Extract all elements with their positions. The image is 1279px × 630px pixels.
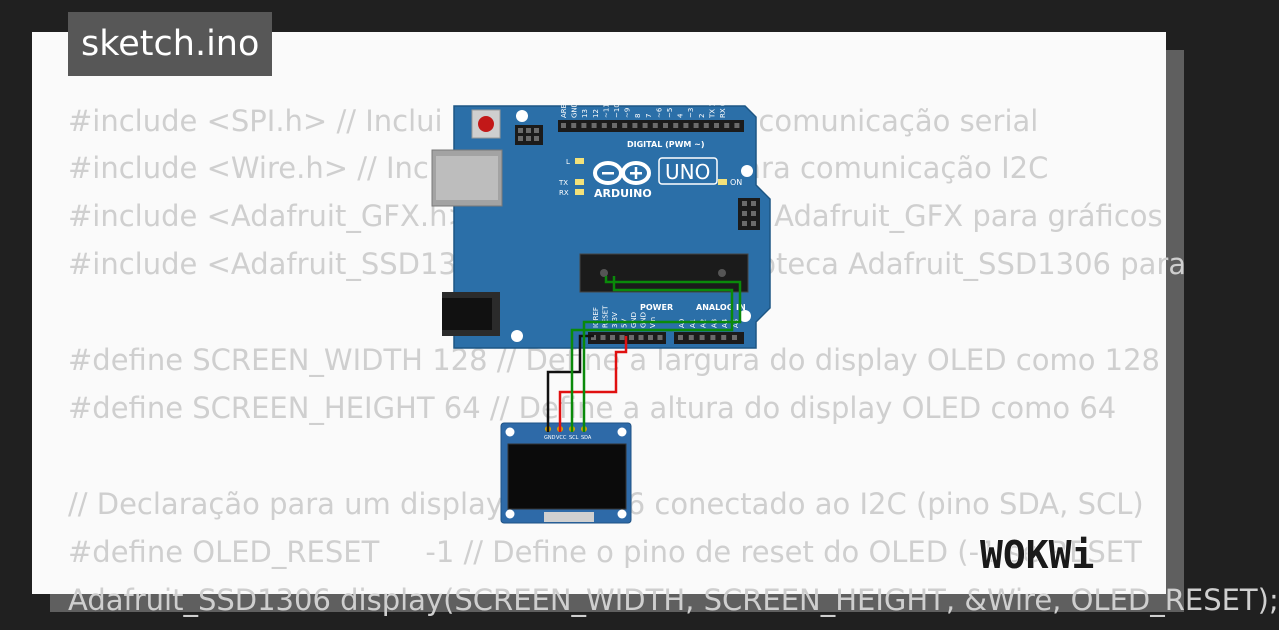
digital-pin-label: RX 0 [719,102,727,118]
brand-label: ARDUINO [594,187,652,200]
wokwi-logo-text: WOKWi [980,533,1094,577]
code-line: #define OLED_RESET -1 // Define o pino d… [68,535,1142,569]
digital-pin-label: GND [571,102,579,118]
oled-pin-scl-label: SCL [569,435,579,441]
digital-pin-label: ~9 [624,108,632,118]
analog-pin-label: A1 [689,319,697,328]
digital-pin-label: 13 [581,109,589,118]
power-pin-label: RESET [602,305,610,328]
digital-pin-label: 12 [592,109,600,118]
analog-pin-label: A5 [732,319,740,328]
analog-header-label: ANALOG IN [696,303,746,312]
code-line: Adafruit_SSD1306 display(SCREEN_WIDTH, S… [68,583,1279,617]
power-header-label: POWER [640,303,673,312]
digital-pin-label: ~5 [666,108,674,118]
arduino-logo-icon [593,161,651,185]
digital-pin-label: AREF [560,100,568,118]
led-l-label: L [566,158,570,166]
digital-pin-label: 8 [634,114,642,118]
digital-pin-label: ~10 [613,103,621,118]
led-rx-label: RX [559,189,569,197]
digital-header-label: DIGITAL (PWM ~) [627,140,705,149]
digital-pin-label: 4 [677,113,685,118]
file-tab[interactable]: sketch.ino [68,12,273,76]
led-tx-label: TX [558,179,568,187]
power-pin-label: GND [640,312,648,328]
model-label: UNO [665,160,710,184]
wokwi-logo: WOKWi [979,532,1095,577]
oled-pin-sda-label: SDA [581,435,592,441]
oled-pin-gnd-label: GND [544,435,556,441]
digital-pin-label: 7 [645,114,653,118]
analog-pin-label: A2 [700,319,708,328]
power-pin-label: 5V [621,319,629,328]
analog-pin-label: A0 [678,319,686,328]
power-pin-label: 3.3V [611,312,619,328]
digital-pin-label: ~6 [655,107,663,118]
oled-ssd1306-display[interactable]: GND VCC SCL SDA [500,422,632,526]
digital-pin-label: 2 [698,114,706,118]
analog-pin-label: A3 [710,319,718,328]
power-pin-label: GND [630,312,638,328]
code-line: #define SCREEN_HEIGHT 64 // Define a alt… [68,391,1117,425]
digital-pin-label: TX 1 [708,102,716,119]
digital-pin-label: ~3 [687,108,695,118]
oled-pin-vcc-label: VCC [556,435,567,441]
led-on-label: ON [730,178,742,187]
power-pin-label: IOREF [592,307,600,328]
wire-layer [546,276,742,432]
digital-pin-label: ~11 [602,103,610,118]
